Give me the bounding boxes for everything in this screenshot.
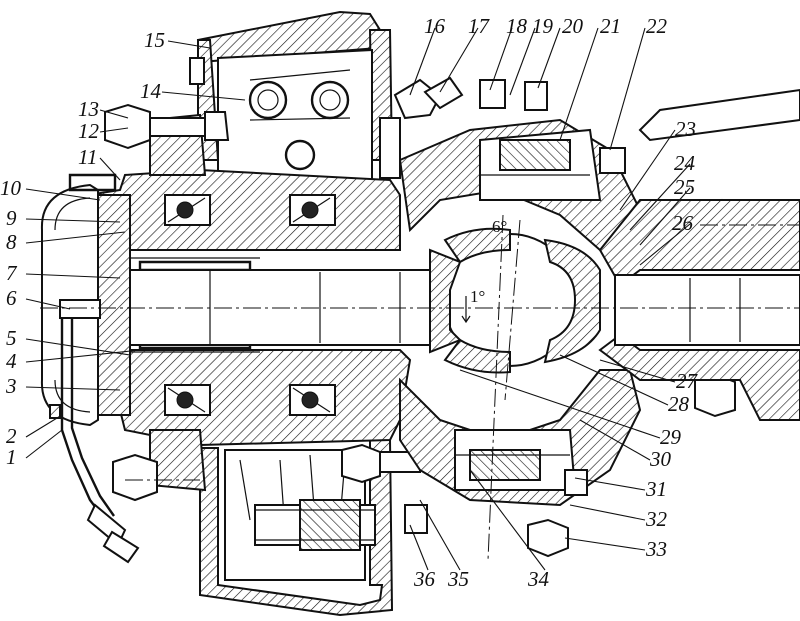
callout-14: 14 — [140, 79, 162, 103]
callout-27: 27 — [676, 369, 699, 393]
callout-26: 26 — [672, 211, 694, 235]
callout-2: 2 — [6, 424, 17, 448]
callout-24: 24 — [674, 151, 696, 175]
callout-35: 35 — [447, 567, 469, 591]
callout-30: 30 — [649, 447, 672, 471]
callout-19: 19 — [532, 14, 554, 38]
angle-annotations: 6° 1° — [461, 217, 507, 324]
angle-label-vertical: 6° — [492, 217, 507, 236]
callout-31: 31 — [645, 477, 667, 501]
callout-12: 12 — [78, 119, 100, 143]
upper-housing — [189, 10, 394, 181]
grease-fittings — [379, 76, 464, 179]
callout-4: 4 — [6, 349, 17, 373]
callout-17: 17 — [468, 14, 491, 38]
callout-5: 5 — [6, 326, 17, 350]
joint-housing — [398, 79, 642, 507]
hub-assembly — [87, 113, 412, 492]
callout-36: 36 — [413, 567, 436, 591]
output-shaft — [598, 88, 800, 421]
callout-34: 34 — [527, 567, 550, 591]
callout-9: 9 — [6, 206, 17, 230]
callout-23: 23 — [675, 117, 696, 141]
callout-21: 21 — [600, 14, 621, 38]
leader-lines — [25, 27, 691, 571]
callout-25: 25 — [674, 175, 695, 199]
callout-33: 33 — [645, 537, 667, 561]
center-lines — [40, 214, 800, 561]
hose — [49, 318, 140, 564]
callout-22: 22 — [646, 14, 668, 38]
callout-15: 15 — [144, 28, 165, 52]
callout-7: 7 — [6, 261, 18, 285]
callout-13: 13 — [78, 97, 99, 121]
callout-32: 32 — [645, 507, 668, 531]
angle-label-horizontal: 1° — [470, 287, 485, 306]
callout-6: 6 — [6, 286, 17, 310]
callout-11: 11 — [78, 145, 97, 169]
callout-1: 1 — [6, 445, 17, 469]
callout-28: 28 — [668, 392, 690, 416]
callout-labels: 1 2 3 4 5 6 7 8 9 10 11 12 13 14 15 16 1… — [0, 14, 699, 591]
callout-18: 18 — [506, 14, 528, 38]
ball-joint — [429, 227, 601, 374]
callout-8: 8 — [6, 230, 17, 254]
end-cap — [40, 173, 131, 427]
callout-10: 10 — [0, 176, 22, 200]
lower-housing — [199, 439, 428, 617]
callout-16: 16 — [424, 14, 446, 38]
callout-3: 3 — [5, 374, 17, 398]
callout-20: 20 — [562, 14, 584, 38]
callout-29: 29 — [660, 425, 682, 449]
